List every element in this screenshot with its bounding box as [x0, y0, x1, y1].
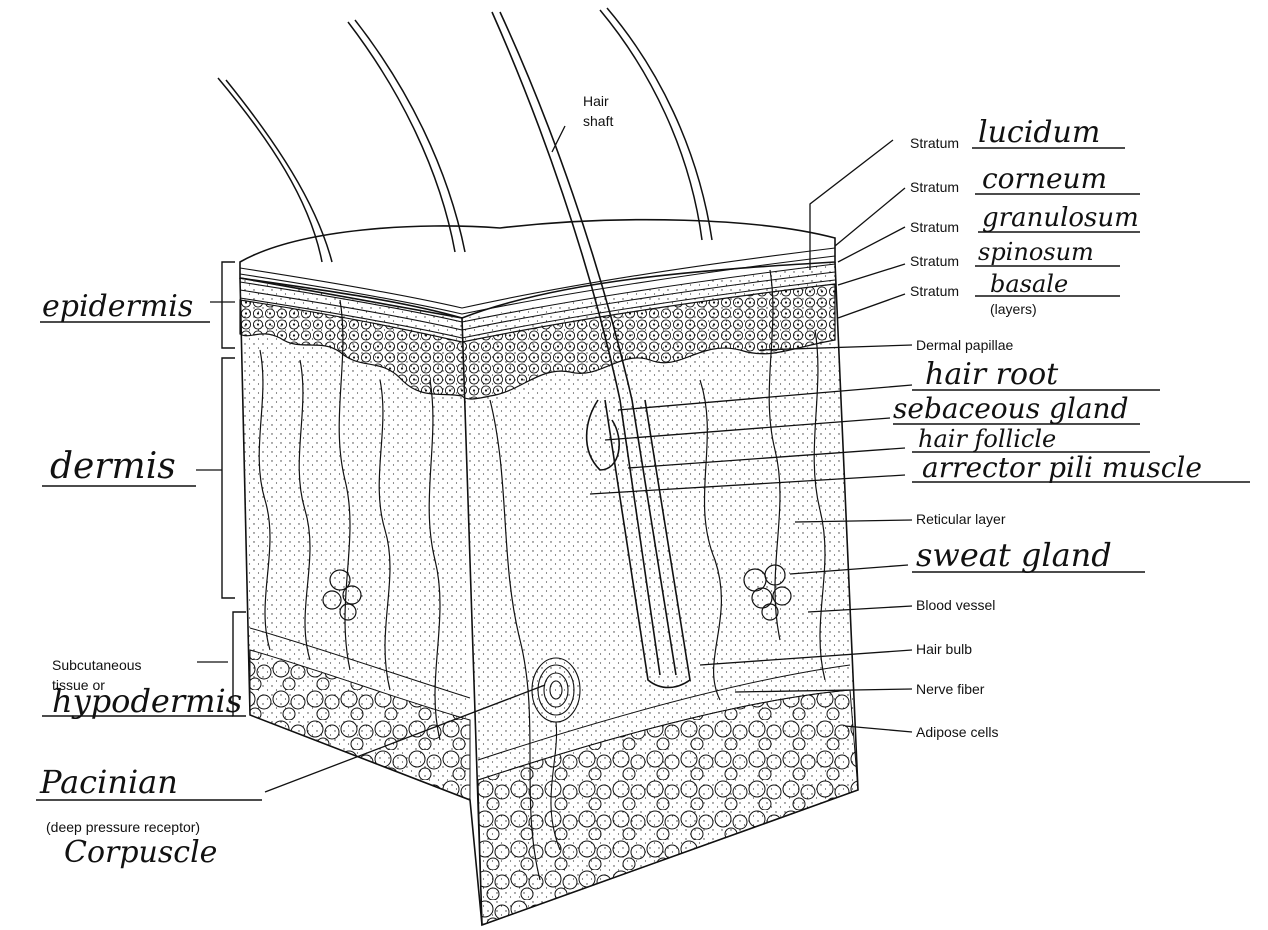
label-adipose-cells: Adipose cells: [916, 724, 999, 740]
label-nerve-fiber: Nerve fiber: [916, 681, 985, 697]
label-blood-vessel: Blood vessel: [916, 597, 995, 613]
answer-corpuscle: Corpuscle: [64, 835, 217, 870]
answer-epidermis: epidermis: [42, 289, 193, 324]
label-deep-pressure: (deep pressure receptor): [46, 819, 200, 835]
skin-block: [218, 8, 858, 925]
answer-sebaceous-gland: sebaceous gland: [893, 392, 1129, 425]
answer-hair-root: hair root: [925, 357, 1059, 392]
answer-hair-follicle: hair follicle: [918, 425, 1056, 453]
answer-stratum-basale: basale: [990, 270, 1068, 298]
label-dermal-papillae: Dermal papillae: [916, 337, 1013, 353]
answer-stratum-corneum: corneum: [982, 162, 1107, 195]
answer-stratum-lucidum: lucidum: [978, 115, 1100, 150]
answer-pacinian: Pacinian: [39, 763, 178, 801]
label-hair-bulb: Hair bulb: [916, 641, 972, 657]
label-stratum-1: Stratum: [910, 135, 959, 151]
label-subcutaneous-line1: Subcutaneous: [52, 657, 142, 673]
answer-arrector-pili: arrector pili muscle: [922, 451, 1202, 484]
label-layers-note: (layers): [990, 301, 1037, 317]
label-stratum-4: Stratum: [910, 253, 959, 269]
answer-hypodermis: hypodermis: [52, 682, 242, 720]
label-stratum-3: Stratum: [910, 219, 959, 235]
label-reticular-layer: Reticular layer: [916, 511, 1006, 527]
label-stratum-2: Stratum: [910, 179, 959, 195]
answer-dermis: dermis: [50, 446, 176, 487]
answer-stratum-granulosum: granulosum: [982, 203, 1139, 233]
answer-stratum-spinosum: spinosum: [978, 238, 1094, 266]
label-stratum-5: Stratum: [910, 283, 959, 299]
label-hair-shaft-line2: shaft: [583, 113, 613, 129]
label-hair-shaft-line1: Hair: [583, 93, 609, 109]
answer-sweat-gland: sweat gland: [916, 536, 1112, 574]
